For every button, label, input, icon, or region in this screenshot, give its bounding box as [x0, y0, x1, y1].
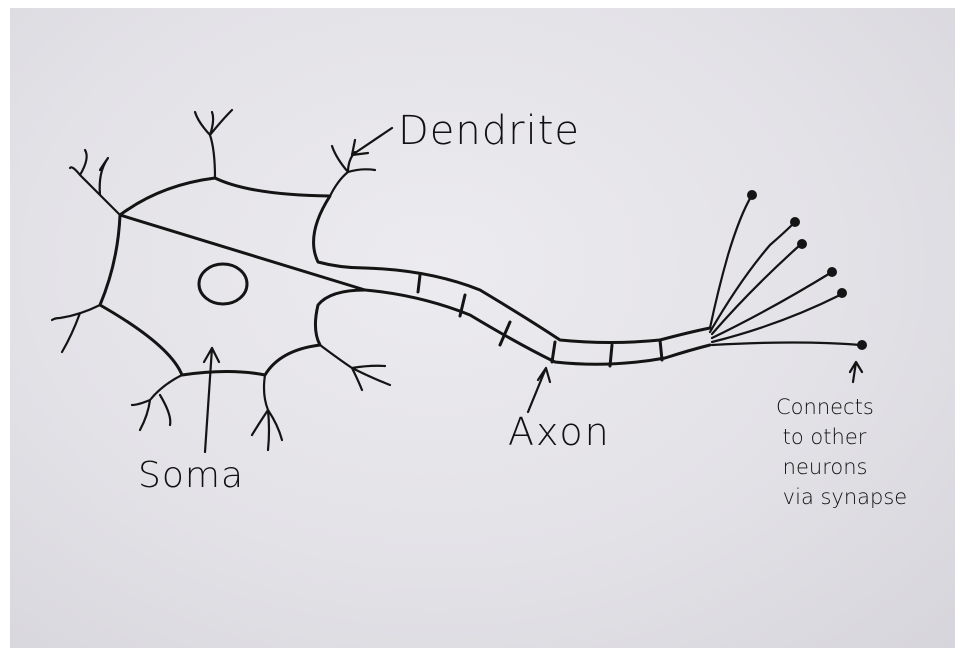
dendrite-top — [195, 110, 232, 178]
terminal-bouton-2 — [790, 217, 800, 227]
dendrite-left — [52, 305, 100, 352]
terminal-bouton-1 — [747, 190, 757, 200]
nucleus — [199, 264, 247, 304]
synapse-arrow — [850, 362, 862, 382]
terminal-bouton-6 — [857, 340, 867, 350]
dendrite-bottom-right — [320, 345, 390, 390]
synapse-label: Connects to other neurons via synapse — [776, 392, 907, 512]
soma-outline — [100, 178, 365, 375]
soma-arrow — [204, 348, 219, 452]
soma-label: Soma — [138, 455, 244, 496]
axon-label: Axon — [508, 410, 611, 454]
dendrite-bottom-mid — [252, 375, 282, 450]
axon-arrow — [528, 368, 550, 412]
terminal-bouton-4 — [827, 267, 837, 277]
terminal-bouton-3 — [797, 239, 807, 249]
dendrite-bottom-left — [132, 375, 182, 430]
axon-top-edge — [365, 268, 710, 343]
dendrite-arrow — [352, 128, 392, 155]
dendrite-label: Dendrite — [398, 108, 580, 154]
axon-terminals — [710, 195, 860, 345]
terminal-bouton-5 — [837, 288, 847, 298]
dendrite-upper-left — [70, 150, 120, 215]
myelin-segment-dividers — [418, 275, 662, 366]
